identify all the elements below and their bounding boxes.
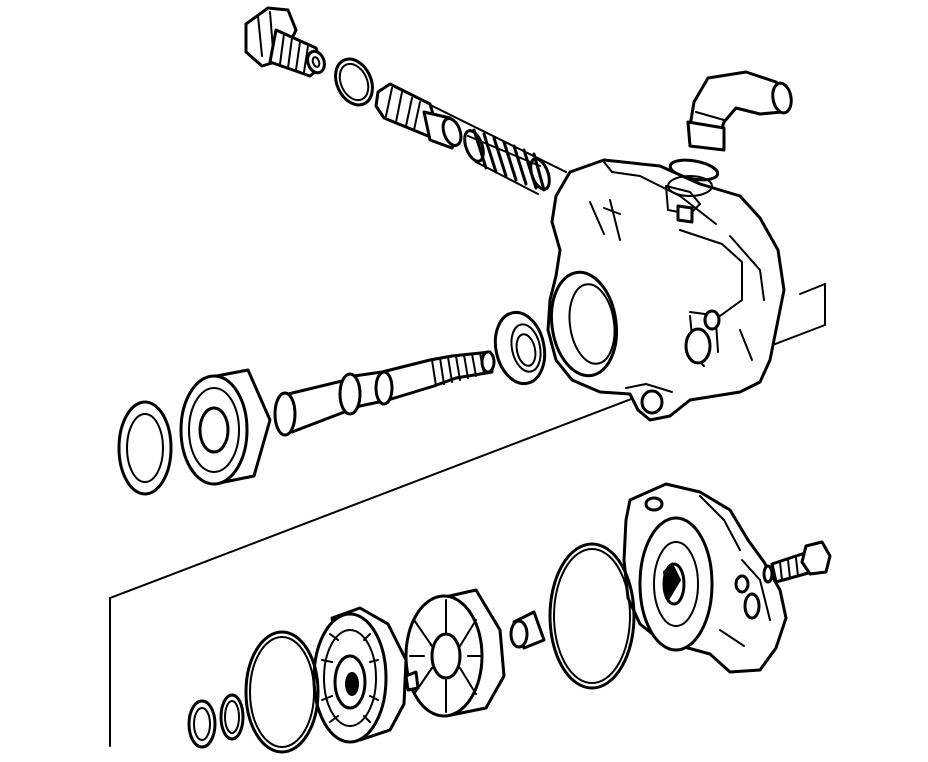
end-cover xyxy=(622,482,788,674)
dowel-pin xyxy=(509,610,546,650)
o-ring-small xyxy=(334,57,374,107)
oil-seal xyxy=(493,310,547,386)
rotor xyxy=(312,606,420,744)
bolt xyxy=(762,540,832,584)
pump-housing xyxy=(546,158,786,422)
o-ring-rear xyxy=(244,630,320,754)
seal-ring-a xyxy=(219,693,245,741)
o-ring-connector xyxy=(668,158,720,182)
seal-ring-b xyxy=(187,699,217,749)
hose-connector xyxy=(686,70,793,152)
flow-control-valve xyxy=(374,82,463,150)
union-fitting xyxy=(244,6,326,78)
cam-ring xyxy=(404,588,506,718)
bearing xyxy=(179,368,272,486)
valve-spring xyxy=(463,128,551,195)
snap-ring xyxy=(117,400,173,496)
drive-shaft xyxy=(273,350,496,437)
o-ring-large xyxy=(548,542,636,690)
